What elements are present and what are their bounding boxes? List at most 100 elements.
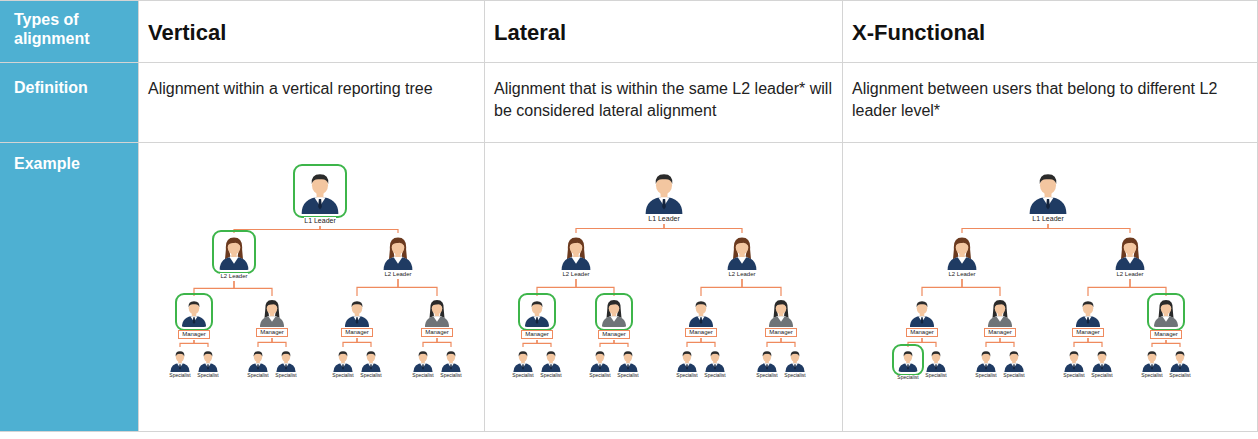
role-label: Manager: [685, 328, 717, 337]
person-icon: [599, 297, 629, 327]
person-icon: [257, 297, 287, 327]
person-icon: [422, 297, 452, 327]
person-node: Specialist: [538, 348, 564, 379]
org-connector: [664, 224, 742, 233]
person-icon: [246, 348, 270, 372]
role-label: Manager: [598, 330, 630, 339]
org-connector: [962, 279, 1000, 296]
person-icon: [1025, 168, 1071, 214]
org-connector: [576, 279, 614, 296]
role-label: L2 Leader: [1116, 271, 1143, 278]
org-connector: [576, 224, 664, 233]
org-connector: [357, 338, 371, 347]
role-label: Manager: [765, 328, 797, 337]
person-node: Specialist: [1089, 348, 1115, 379]
person-node: Specialist: [1167, 348, 1193, 379]
org-connector: [537, 279, 576, 296]
role-label: Manager: [1072, 328, 1104, 337]
person-icon: [522, 297, 552, 327]
org-connector: [614, 340, 628, 347]
person-node: Manager: [983, 297, 1017, 337]
org-connector: [234, 226, 320, 233]
person-node: Specialist: [587, 348, 613, 379]
org-connector: [234, 281, 272, 296]
role-label: Specialist: [1169, 373, 1190, 379]
org-connector: [962, 224, 1048, 233]
org-connector: [194, 281, 234, 296]
role-label: Manager: [521, 330, 553, 339]
org-connector: [1000, 338, 1014, 347]
person-node: Specialist: [330, 348, 356, 379]
person-icon: [766, 297, 796, 327]
definition-cell: Alignment between users that belong to d…: [852, 78, 1250, 122]
row-header: Example: [14, 154, 132, 174]
person-node: Specialist: [438, 348, 464, 379]
role-label: L1 Leader: [648, 215, 680, 223]
person-icon: [675, 348, 699, 372]
role-label: Specialist: [247, 373, 268, 379]
org-connector: [701, 279, 742, 296]
org-connector: [922, 279, 962, 296]
person-node: Specialist: [895, 348, 921, 381]
role-label: L1 Leader: [1032, 215, 1064, 223]
role-label: Specialist: [169, 373, 190, 379]
role-label: Specialist: [756, 373, 777, 379]
role-label: Specialist: [440, 373, 461, 379]
role-label: Specialist: [784, 373, 805, 379]
row-header: Types of alignment: [14, 10, 126, 48]
person-icon: [168, 348, 192, 372]
person-icon: [755, 348, 779, 372]
person-node: L2 Leader: [557, 234, 595, 278]
person-node: Specialist: [1001, 348, 1027, 379]
role-label: Specialist: [704, 373, 725, 379]
person-node: Specialist: [273, 348, 299, 379]
person-icon: [1062, 348, 1086, 372]
person-node: L2 Leader: [943, 234, 981, 278]
row-header: Definition: [14, 78, 132, 98]
column-header: X-Functional: [852, 20, 1242, 46]
person-node: Specialist: [973, 348, 999, 379]
role-label: Specialist: [275, 373, 296, 379]
org-connector: [537, 340, 551, 347]
org-connector: [687, 338, 701, 347]
person-node: Manager: [177, 297, 211, 339]
person-icon: [1168, 348, 1192, 372]
org-connector: [1166, 340, 1180, 347]
role-label: Specialist: [1063, 373, 1084, 379]
role-label: Specialist: [975, 373, 996, 379]
person-node: Specialist: [674, 348, 700, 379]
role-label: Specialist: [360, 373, 381, 379]
role-label: L2 Leader: [948, 271, 975, 278]
person-node: Specialist: [410, 348, 436, 379]
role-label: Manager: [341, 328, 373, 337]
org-connector: [742, 279, 781, 296]
person-node: L2 Leader: [379, 234, 417, 278]
org-connector: [922, 338, 936, 347]
person-icon: [411, 348, 435, 372]
role-label: L2 Leader: [220, 273, 247, 280]
person-node: Specialist: [510, 348, 536, 379]
person-node: Specialist: [782, 348, 808, 379]
person-icon: [539, 348, 563, 372]
column-header: Vertical: [148, 20, 468, 46]
role-label: L1 Leader: [304, 217, 336, 225]
person-node: Specialist: [754, 348, 780, 379]
person-node: L2 Leader: [723, 234, 761, 278]
org-connector: [600, 340, 614, 347]
person-icon: [703, 348, 727, 372]
person-icon: [439, 348, 463, 372]
person-node: Specialist: [702, 348, 728, 379]
person-icon: [511, 348, 535, 372]
org-connector: [423, 338, 437, 347]
person-node: Specialist: [167, 348, 193, 379]
person-icon: [1112, 234, 1148, 270]
org-connector: [258, 338, 272, 347]
definition-cell: Alignment within a vertical reporting tr…: [148, 78, 478, 100]
org-connector: [357, 279, 398, 296]
person-icon: [616, 348, 640, 372]
org-connector: [1048, 224, 1130, 233]
role-label: Specialist: [412, 373, 433, 379]
definition-cell: Alignment that is within the same L2 lea…: [494, 78, 838, 122]
person-node: Specialist: [358, 348, 384, 379]
person-node: Manager: [597, 297, 631, 339]
